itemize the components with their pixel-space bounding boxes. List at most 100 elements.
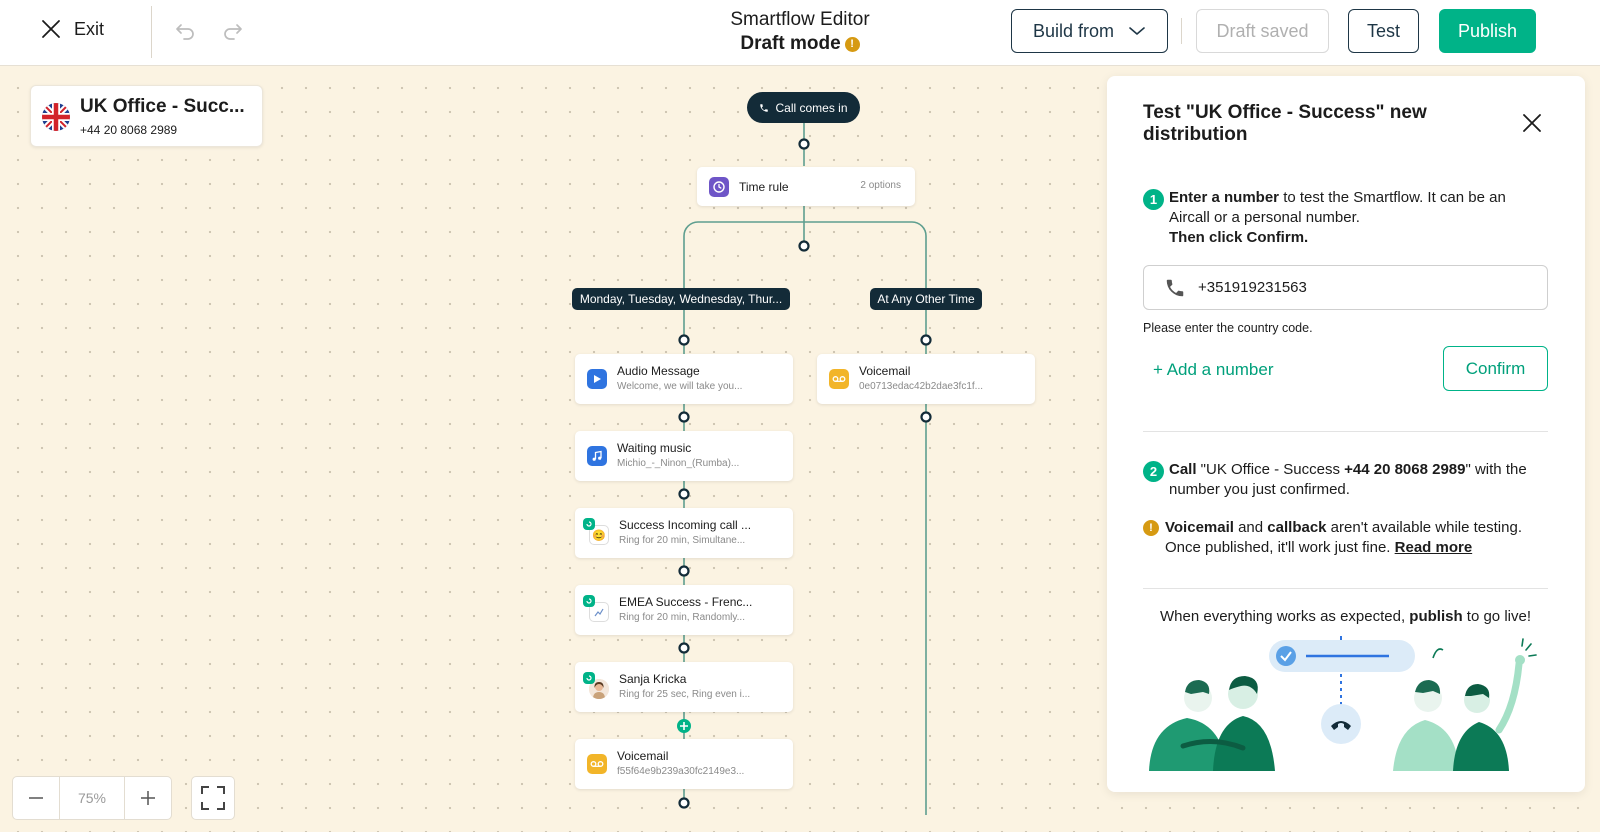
warning-text: aren't available while testing. Once pub… <box>1165 519 1522 556</box>
node-title: Voicemail <box>859 364 911 378</box>
office-card[interactable]: UK Office - Succ... +44 20 8068 2989 <box>30 85 263 147</box>
build-from-label: Build from <box>1032 20 1115 41</box>
waiting-music-node[interactable]: Waiting music Michio_-_Ninon_(Rumba)... <box>575 431 793 481</box>
plus-icon <box>141 791 155 805</box>
go-live-text: When everything works as expected, <box>1160 608 1410 625</box>
node-subtitle: Welcome, we will take you... <box>617 381 743 392</box>
node-subtitle: Michio_-_Ninon_(Rumba)... <box>617 458 740 469</box>
call-comes-in-node[interactable]: Call comes in <box>747 92 860 123</box>
clock-icon <box>709 177 729 197</box>
go-live-text-end: to go live! <box>1462 608 1531 625</box>
step-2-text-end: " with the number you just confirmed. <box>1169 461 1527 498</box>
phone-icon <box>1164 277 1186 299</box>
zoom-in-button[interactable] <box>125 777 171 819</box>
node-title: Voicemail <box>617 749 669 763</box>
warning-and: and <box>1233 519 1268 536</box>
voicemail-node-left[interactable]: Voicemail f55f64e9b239a30fc2149e3... <box>575 739 793 789</box>
voicemail-icon <box>829 369 849 389</box>
success-incoming-call-node[interactable]: 😊 Success Incoming call ... Ring for 20 … <box>575 508 793 558</box>
draft-mode-label: Draft mode ! <box>740 32 860 56</box>
phone-number-field[interactable] <box>1143 265 1548 310</box>
voicemail-icon <box>587 754 607 774</box>
node-title: EMEA Success - Frenc... <box>619 595 753 609</box>
step-1-badge: 1 <box>1143 189 1164 210</box>
zoom-controls: 75% <box>12 776 172 820</box>
read-more-link[interactable]: Read more <box>1394 539 1473 556</box>
chart-emoji-icon <box>589 602 609 622</box>
step-2-text: "UK Office - Success <box>1196 461 1345 478</box>
redo-icon[interactable] <box>222 20 244 47</box>
step-1-confirm: Confirm. <box>1246 229 1309 246</box>
minus-icon <box>29 797 43 799</box>
node-title: Waiting music <box>617 441 692 455</box>
exit-button[interactable]: Exit <box>40 18 104 40</box>
ring-badge-icon <box>583 518 595 530</box>
zoom-level: 75% <box>59 777 125 819</box>
fullscreen-icon <box>201 786 225 810</box>
country-code-hint: Please enter the country code. <box>1143 321 1313 335</box>
time-rule-title: Time rule <box>739 180 789 194</box>
branch-weekdays-label[interactable]: Monday, Tuesday, Wednesday, Thur... <box>572 288 790 310</box>
step-1-bold: Enter a number <box>1169 189 1280 206</box>
build-from-button[interactable]: Build from <box>1011 9 1168 53</box>
phone-number-input[interactable] <box>1198 279 1518 296</box>
celebration-illustration <box>1149 636 1537 771</box>
music-note-icon <box>587 446 607 466</box>
emea-success-node[interactable]: EMEA Success - Frenc... Ring for 20 min,… <box>575 585 793 635</box>
fit-to-screen-button[interactable] <box>191 776 235 820</box>
step-2-bold-call: Call <box>1169 461 1197 478</box>
toolbar-divider-2 <box>1181 18 1182 44</box>
warning-icon: ! <box>1143 520 1159 536</box>
warning-callback: callback <box>1267 519 1327 536</box>
toolbar-divider <box>151 6 152 58</box>
zoom-out-button[interactable] <box>13 777 59 819</box>
add-number-link[interactable]: + Add a number <box>1153 360 1274 379</box>
exit-label: Exit <box>74 18 105 39</box>
warning-voicemail: Voicemail <box>1165 519 1234 536</box>
time-rule-node[interactable]: Time rule 2 options <box>697 167 915 206</box>
step-2-instructions: Call "UK Office - Success +44 20 8068 29… <box>1169 460 1549 500</box>
info-warning-icon[interactable]: ! <box>844 36 860 52</box>
voicemail-node-right[interactable]: Voicemail 0e0713edac42b2dae3fc1f... <box>817 354 1035 404</box>
top-bar: Exit Smartflow Editor Draft mode ! Build… <box>0 0 1600 66</box>
node-title: Success Incoming call ... <box>619 518 752 532</box>
node-subtitle: Ring for 20 min, Randomly... <box>619 612 745 623</box>
node-title: Audio Message <box>617 364 700 378</box>
time-rule-options: 2 options <box>860 180 901 191</box>
step-1-text: to test the Smartflow. It can be an Airc… <box>1169 189 1506 226</box>
node-subtitle: 0e0713edac42b2dae3fc1f... <box>859 381 983 392</box>
node-subtitle: f55f64e9b239a30fc2149e3... <box>617 766 745 777</box>
sanja-kricka-node[interactable]: Sanja Kricka Ring for 25 sec, Ring even … <box>575 662 793 712</box>
chevron-down-icon <box>1129 27 1145 35</box>
confirm-button[interactable]: Confirm <box>1443 346 1548 391</box>
team-emoji-icon: 😊 <box>589 525 609 545</box>
panel-close-button[interactable] <box>1521 112 1543 139</box>
step-1-instructions: Enter a number to test the Smartflow. It… <box>1169 188 1549 248</box>
ring-badge-icon <box>583 672 595 684</box>
call-comes-in-label: Call comes in <box>775 100 848 115</box>
panel-title: Test "UK Office - Success" new distribut… <box>1143 102 1427 145</box>
ring-badge-icon <box>583 595 595 607</box>
close-icon <box>42 20 60 38</box>
testing-warning: ! Voicemail and callback aren't availabl… <box>1143 518 1553 558</box>
test-distribution-panel: Test "UK Office - Success" new distribut… <box>1107 76 1585 792</box>
editor-title-block: Smartflow Editor Draft mode ! <box>620 8 980 56</box>
go-live-note: When everything works as expected, publi… <box>1143 608 1548 625</box>
user-avatar <box>589 679 609 699</box>
test-button[interactable]: Test <box>1348 9 1419 53</box>
go-live-publish: publish <box>1409 608 1463 625</box>
undo-icon[interactable] <box>174 20 196 47</box>
node-subtitle: Ring for 20 min, Simultane... <box>619 535 746 546</box>
office-number: +44 20 8068 2989 <box>80 123 178 137</box>
draft-saved-button[interactable]: Draft saved <box>1196 9 1329 53</box>
step-1-then: Then click <box>1169 229 1247 246</box>
step-2-badge: 2 <box>1143 461 1164 482</box>
editor-title: Smartflow Editor <box>730 9 870 30</box>
branch-other-time-label[interactable]: At Any Other Time <box>870 288 982 310</box>
publish-button[interactable]: Publish <box>1439 9 1536 53</box>
node-subtitle: Ring for 25 sec, Ring even i... <box>619 689 751 700</box>
phone-icon <box>760 103 769 112</box>
node-title: Sanja Kricka <box>619 672 687 686</box>
play-icon <box>587 369 607 389</box>
audio-message-node[interactable]: Audio Message Welcome, we will take you.… <box>575 354 793 404</box>
